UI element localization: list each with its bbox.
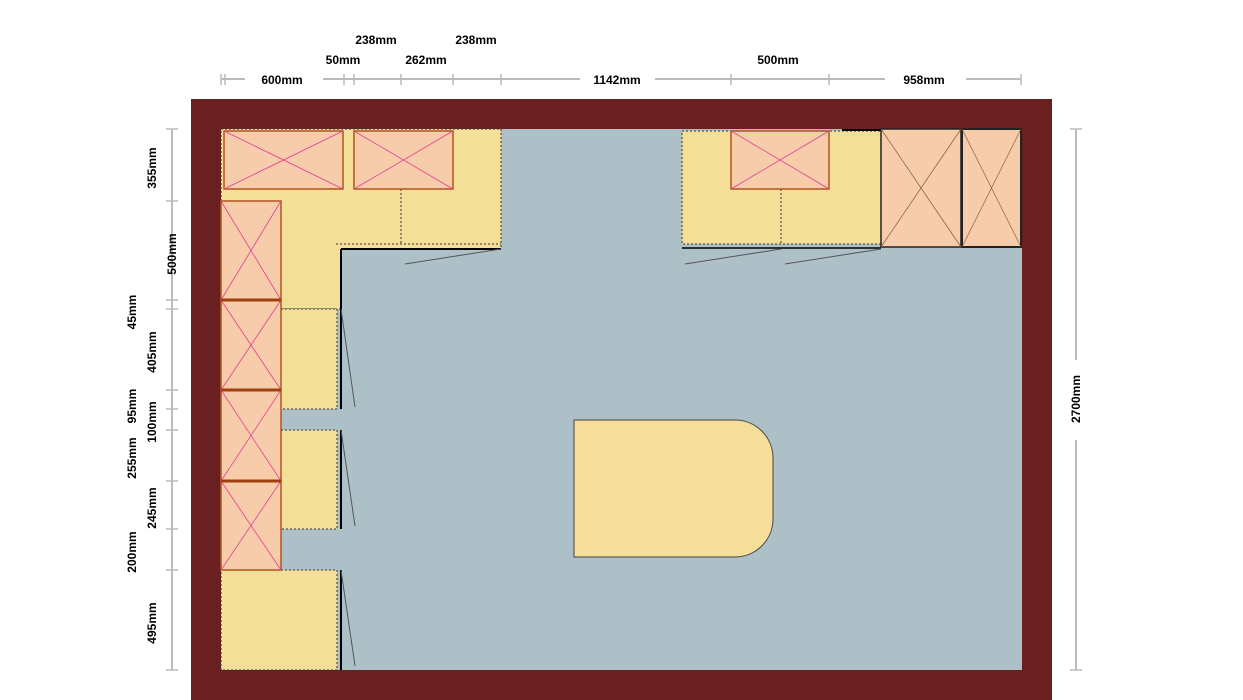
dim-left-100: 100mm <box>145 401 159 442</box>
dim-top-1142: 1142mm <box>593 73 640 87</box>
dim-top-500: 500mm <box>757 53 798 67</box>
left-counter-3 <box>220 569 338 671</box>
door-swings <box>340 248 882 667</box>
dim-top-238-a: 238mm <box>355 33 396 47</box>
top-right-wall-cabinet <box>730 130 830 190</box>
left-dimension-lines <box>166 128 178 671</box>
dim-left-495: 495mm <box>145 602 159 643</box>
top-dimension-lines <box>220 74 1022 85</box>
kitchen-island <box>573 419 774 558</box>
dim-left-245: 245mm <box>145 487 159 528</box>
dim-left-405: 405mm <box>145 331 159 372</box>
dim-top-600: 600mm <box>261 73 302 87</box>
dim-left-355: 355mm <box>145 147 159 188</box>
top-left-wall-cabinets <box>223 130 454 190</box>
dim-left-45: 45mm <box>125 295 139 330</box>
tall-units-right <box>880 128 1022 248</box>
dim-right-2700: 2700mm <box>1069 375 1083 423</box>
dim-top-50: 50mm <box>326 53 361 67</box>
dim-left-95: 95mm <box>125 389 139 424</box>
dim-left-200: 200mm <box>125 531 139 572</box>
dim-left-500: 500mm <box>165 233 179 274</box>
left-wall-cabinets <box>220 200 282 571</box>
right-dimension-line <box>1070 128 1082 671</box>
dim-top-238-b: 238mm <box>455 33 496 47</box>
dim-top-262: 262mm <box>405 53 446 67</box>
dim-top-958: 958mm <box>903 73 944 87</box>
dim-left-255: 255mm <box>125 437 139 478</box>
